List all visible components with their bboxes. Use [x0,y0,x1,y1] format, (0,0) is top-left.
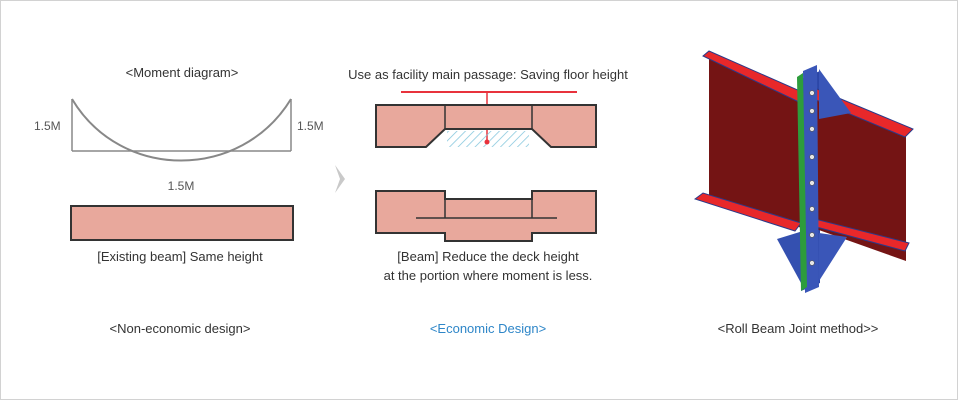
existing-beam-caption: [Existing beam] Same height [97,249,263,264]
economic-beam-caption-line2: at the portion where moment is less. [383,268,593,283]
economic-beam-bottom [375,190,597,242]
economic-beam-caption-line1: [Beam] Reduce the deck height [397,249,579,264]
non-economic-design-label: <Non-economic design> [109,321,251,336]
chevron-right-icon [335,165,345,193]
roll-beam-joint-label: <Roll Beam Joint method>> [717,321,879,336]
economic-design-label: <Economic Design> [429,321,547,336]
right-moment-label: 1.5M [297,119,324,133]
roll-beam-joint-illustration [693,50,914,293]
left-moment-label: 1.5M [34,119,61,133]
mid-moment-label: 1.5M [167,179,195,193]
existing-beam [70,205,294,241]
floor-height-caption: Use as facility main passage: Saving flo… [348,67,628,82]
passage-hatch [447,131,529,147]
moment-curve [71,98,292,162]
moment-diagram-title: <Moment diagram> [125,65,239,80]
floor-height-dot [484,139,490,145]
economic-beam-top [375,104,597,148]
moment-diagram [71,98,292,162]
